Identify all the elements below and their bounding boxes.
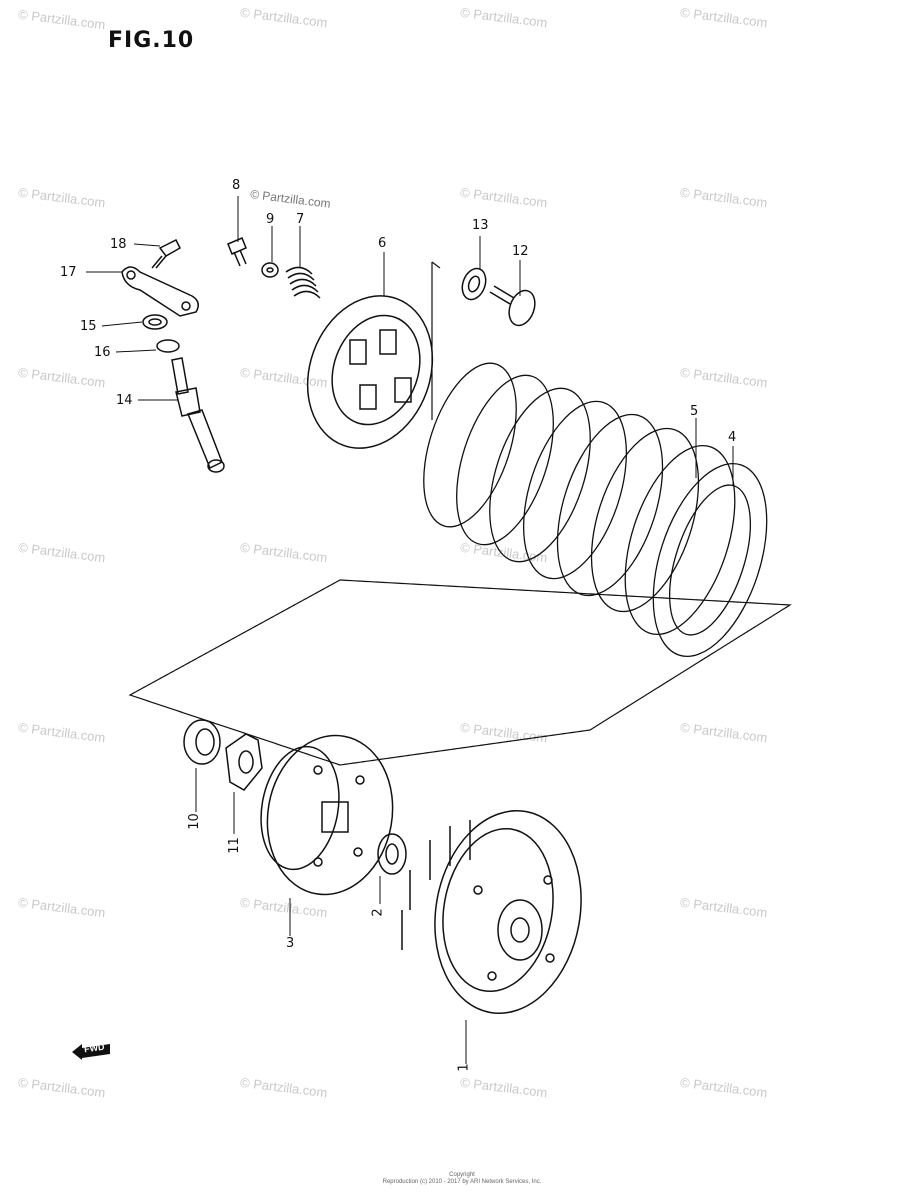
part-18-bolt (151, 238, 181, 269)
clutch-plate-stack (423, 362, 768, 658)
copyright-line-2: Reproduction (c) 2010 - 2017 by ARI Netw… (382, 1179, 542, 1185)
callout-12: 12 (512, 244, 529, 259)
part-13-bearing (461, 267, 487, 301)
callout-10: 10 (186, 813, 202, 830)
callout-2: 2 (370, 908, 386, 917)
callout-8: 8 (232, 178, 241, 193)
callout-11: 11 (226, 837, 242, 854)
part-12-push-piece (489, 285, 536, 327)
callout-6: 6 (378, 236, 387, 251)
part-10-spacer (183, 719, 221, 765)
part-16-o-ring (156, 339, 180, 353)
part-8-screw (227, 237, 247, 267)
callout-18: 18 (110, 237, 127, 252)
callout-3: 3 (286, 936, 295, 951)
callout-17: 17 (60, 265, 77, 280)
part-3-sleeve-hub (260, 734, 394, 896)
callout-4: 4 (728, 430, 737, 445)
forward-arrow-icon: FWD (70, 1040, 114, 1060)
callout-16: 16 (94, 345, 111, 360)
callout-13: 13 (472, 218, 489, 233)
part-14-release-shaft (171, 357, 225, 473)
figure-title: FIG.10 (108, 28, 195, 53)
part-15-oil-seal (142, 314, 168, 330)
part-2-washer (377, 833, 407, 875)
callout-14: 14 (116, 393, 133, 408)
part-17-release-lever (121, 266, 199, 317)
leader-lines (86, 196, 734, 1064)
callout-9: 9 (266, 212, 275, 227)
part-11-thrust-washer (225, 733, 263, 791)
part-9-washer (261, 262, 279, 278)
callout-1: 1 (456, 1063, 472, 1072)
callout-5: 5 (690, 404, 699, 419)
part-7-spring (285, 266, 321, 299)
callout-15: 15 (80, 319, 97, 334)
part-6-pressure-plate (306, 295, 434, 449)
assembly-outline (128, 261, 792, 766)
copyright-line-1: Copyright (449, 1172, 475, 1178)
callout-7: 7 (296, 212, 305, 227)
copyright-footer: Copyright Reproduction (c) 2010 - 2017 b… (0, 1172, 924, 1186)
part-1-primary-driven-gear (401, 810, 582, 1014)
